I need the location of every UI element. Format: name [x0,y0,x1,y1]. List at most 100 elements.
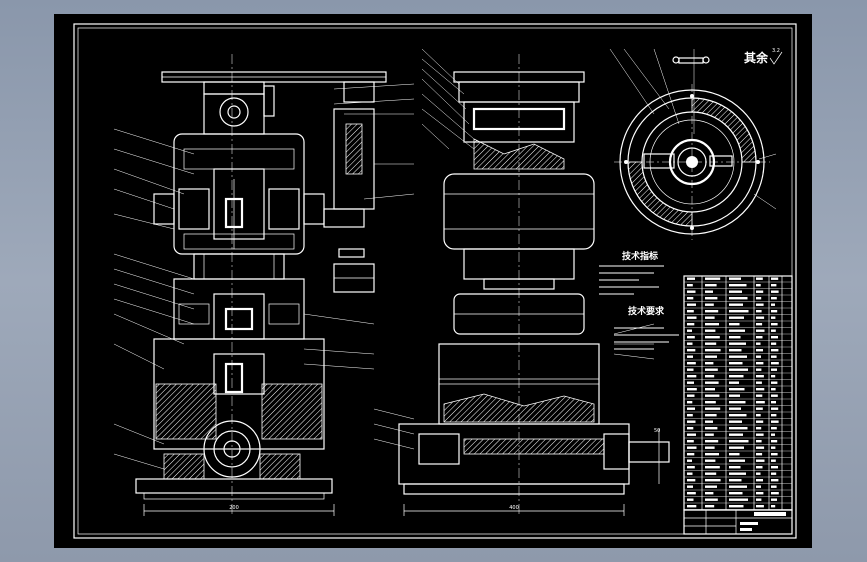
parts-list-cell-mark [687,505,697,508]
parts-list-cell-mark [705,420,713,423]
parts-list-cell-mark [705,316,715,319]
parts-list-cell-mark [756,394,763,397]
parts-list-cell-mark [729,433,743,436]
parts-list-cell-mark [756,414,761,417]
technical-requirements-lines [614,327,679,350]
parts-list-cell-mark [771,485,777,488]
parts-list-cell-mark [771,388,776,391]
parts-list-cell-mark [705,303,714,306]
parts-list-cell-mark [771,303,775,306]
parts-list-table [683,275,793,511]
technical-specs-lines [599,265,664,295]
parts-list-cell-mark [729,401,746,404]
parts-list-cell-mark [705,284,717,287]
parts-list-cell-mark [771,505,776,508]
parts-list-cell-mark [756,459,765,462]
parts-list-cell-mark [771,479,779,482]
parts-list-cell-mark [705,310,719,313]
parts-list-cell-mark [729,485,747,488]
parts-list-cell-mark [729,472,746,475]
parts-list-cell-mark [687,336,695,339]
parts-list-cell-mark [756,329,765,332]
parts-list-cell-mark [687,355,693,358]
parts-list-cell-mark [705,466,720,469]
leader-lines-plan [609,48,777,210]
parts-list-cell-mark [756,362,764,365]
parts-list-cell-mark [687,420,696,423]
parts-list-cell-mark [705,362,714,365]
parts-list-cell-mark [705,290,713,293]
parts-list-cell-mark [705,414,717,417]
parts-list-cell-mark [687,479,696,482]
parts-list-cell-mark [705,394,720,397]
parts-list-cell-mark [771,368,777,371]
parts-list-cell-mark [687,492,696,495]
dimension-label-side: 50 [654,428,660,434]
parts-list-cell-mark [771,381,778,384]
parts-list-cell-mark [729,414,747,417]
parts-list-cell-mark [756,277,763,280]
parts-list-cell-mark [687,446,697,449]
parts-list-cell-mark [729,297,748,300]
parts-list-cell-mark [729,505,744,508]
parts-list-cell-mark [705,336,720,339]
parts-list-cell-mark [771,420,779,423]
parts-list-cell-mark [729,479,742,482]
parts-list-cell-mark [705,355,717,358]
parts-list-cell-mark [729,290,742,293]
parts-list-cell-mark [756,446,765,449]
parts-list-cell-mark [756,323,763,326]
side-view-assembly [398,54,670,514]
parts-list-cell-mark [705,323,719,326]
parts-list-cell-mark [705,459,716,462]
parts-list-cell-mark [729,427,748,430]
parts-list-cell-mark [771,310,778,313]
parts-list-cell-mark [687,316,697,319]
parts-list-cell-mark [687,433,696,436]
parts-list-cell-mark [756,485,761,488]
parts-list-cell-mark [687,362,696,365]
parts-list-cell-mark [705,485,717,488]
parts-list-cell-mark [756,407,763,410]
outer-border [73,23,797,539]
parts-list-cell-mark [687,277,695,280]
parts-list-cell-mark [771,492,779,495]
dimension-bottom-middle: 400 50 [403,428,660,516]
parts-list-cell-mark [771,316,776,319]
parts-list-cell-mark [687,349,696,352]
parts-list-cell-mark [687,466,695,469]
parts-list-cell-mark [756,375,764,378]
parts-list-cell-mark [687,427,694,430]
parts-list-cell-mark [771,498,777,501]
parts-list-cell-mark [729,277,741,280]
parts-list-cell-mark [687,485,693,488]
parts-list-cell-mark [771,446,776,449]
parts-list-cell-mark [705,407,721,410]
parts-list-cell-mark [729,342,746,345]
parts-list-cell-mark [729,323,740,326]
parts-list-cell-mark [756,368,762,371]
technical-specs-title: 技术指标 [622,250,658,262]
parts-list-cell-mark [687,375,697,378]
parts-list-cell-mark [756,388,765,391]
parts-list-cell-mark [771,472,777,475]
parts-list-cell-mark [705,329,716,332]
roughness-note: 其余 [744,50,769,65]
parts-list-cell-mark [771,427,777,430]
parts-list-cell-mark [687,472,693,475]
parts-list-cell-mark [771,277,779,280]
parts-list-cell-mark [771,290,779,293]
parts-list-cell-mark [756,310,762,313]
parts-list-cell-mark [756,479,763,482]
parts-list-cell-mark [687,498,694,501]
dimension-label-right: 400 [509,505,519,511]
parts-list-cell-mark [687,388,697,391]
leader-lines-middle [373,48,655,450]
parts-list-cell-mark [705,368,718,371]
parts-list-cell-mark [705,472,717,475]
parts-list-cell-mark [771,394,778,397]
parts-list-cell-mark [756,498,762,501]
parts-list-cell-mark [687,381,694,384]
parts-list-cell-mark [729,336,741,339]
parts-list-cell-mark [705,375,715,378]
